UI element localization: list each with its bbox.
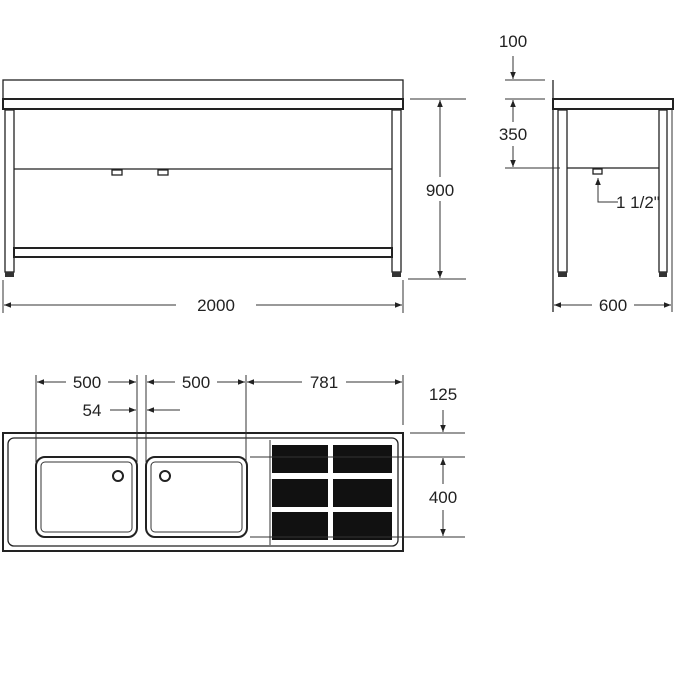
waste-right — [157, 169, 169, 176]
side-view: 1 1/2" 100 350 600 — [499, 32, 674, 316]
leg-right — [391, 109, 402, 273]
plan-view: 500 500 781 54 125 400 — [2, 372, 465, 552]
bowl2-label: 500 — [182, 373, 210, 392]
splashback — [2, 79, 404, 100]
bowl-right — [145, 456, 248, 538]
front-view: 900 2000 — [2, 79, 466, 316]
waste-leader — [595, 178, 618, 203]
height-label: 900 — [426, 181, 454, 200]
drainer-label: 781 — [310, 373, 338, 392]
worktop — [2, 98, 404, 110]
waste-label: 1 1/2" — [616, 193, 660, 212]
depth-label: 350 — [499, 125, 527, 144]
worktop-side — [552, 98, 674, 110]
sink-top-outline — [2, 432, 404, 552]
leg-front — [557, 109, 568, 273]
leg-back — [658, 109, 668, 273]
drain-hole-left — [112, 470, 124, 482]
bowl-left — [35, 456, 138, 538]
bowl1-label: 500 — [73, 373, 101, 392]
bowl-depth-label: 400 — [429, 488, 457, 507]
undershelf — [13, 247, 393, 258]
gap-label: 54 — [83, 401, 102, 420]
splash-label: 100 — [499, 32, 527, 51]
leg-left — [4, 109, 15, 273]
drainboard — [269, 440, 392, 545]
width-label: 2000 — [197, 296, 235, 315]
waste-left — [111, 169, 123, 176]
waste-side — [592, 168, 603, 175]
back-label: 125 — [429, 385, 457, 404]
sink-top-inner — [7, 437, 399, 547]
side-width-label: 600 — [599, 296, 627, 315]
foot-left — [5, 272, 14, 277]
drain-hole-right — [159, 470, 171, 482]
foot-right — [392, 272, 401, 277]
